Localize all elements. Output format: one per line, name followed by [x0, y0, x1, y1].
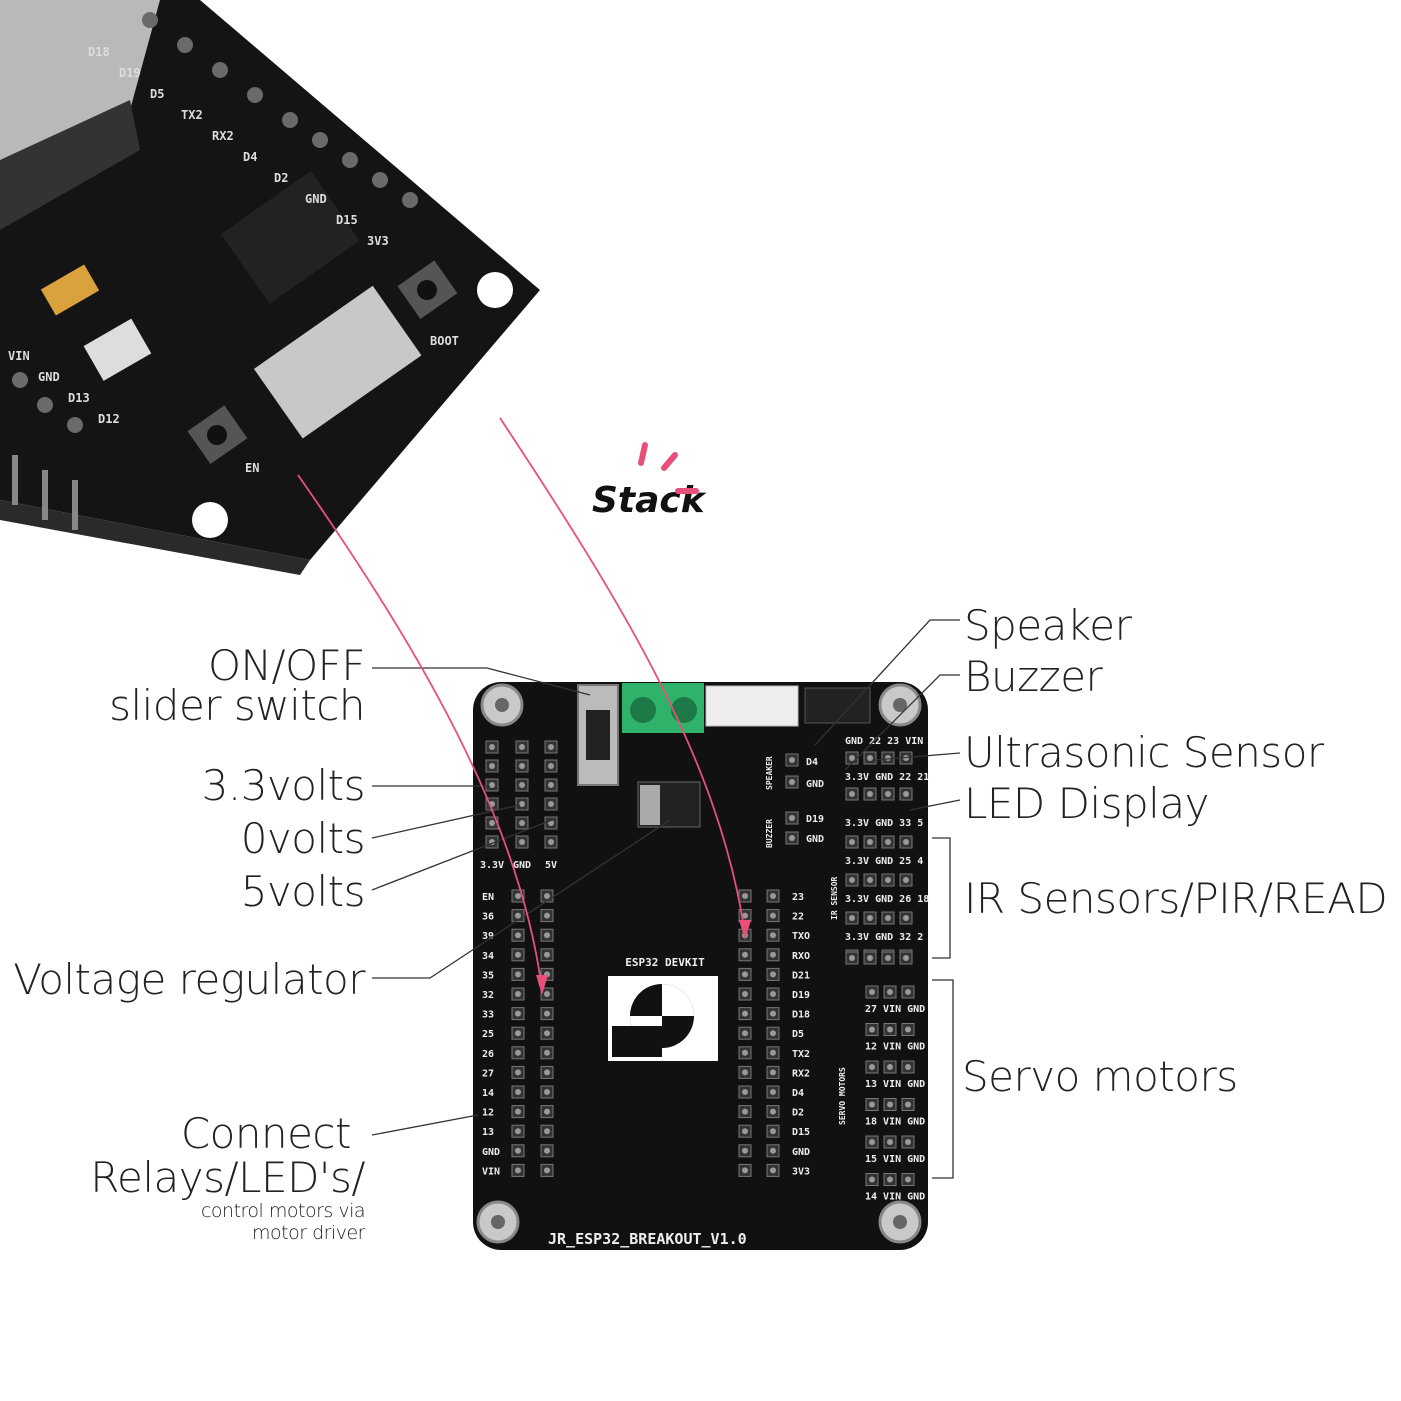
module-silk-label: GND — [305, 192, 327, 206]
left-pin-label: 35 — [482, 970, 494, 981]
servo-row-label: 12 VIN GND — [865, 1042, 925, 1053]
ultrasonic-row-label: 3.3V GND 22 21 — [845, 772, 929, 783]
right-pin-label: TX2 — [792, 1049, 810, 1060]
module-silk-label: 3V3 — [367, 234, 389, 248]
right-pin-label: GND — [792, 1147, 810, 1158]
arrow-head-icon — [536, 975, 548, 995]
power-header-label: GND — [513, 860, 531, 871]
buzzer-silk: BUZZER — [765, 819, 774, 848]
left-pin-label: 36 — [482, 912, 494, 923]
left-pin-label: 14 — [482, 1088, 494, 1099]
module-silk-label: TX2 — [181, 108, 203, 122]
ir-row-label: 3.3V GND 32 2 — [845, 932, 923, 943]
right-pin-label: D15 — [792, 1127, 810, 1138]
right-pin-label: RXO — [792, 951, 810, 962]
right-pin-label: 22 — [792, 912, 804, 923]
module-silk-label: D5 — [150, 87, 164, 101]
ultrasonic-row-label: GND 22 23 VIN — [845, 736, 923, 747]
ir-row-label: 3.3V GND 33 5 — [845, 818, 923, 829]
right-pin-label: D2 — [792, 1108, 804, 1119]
annotation-line: Relays/LED's/ — [90, 1153, 365, 1202]
leader-lines — [371, 619, 961, 1179]
annotation-switch: ON/OFF slider switch — [109, 641, 366, 730]
annotation-subline: motor driver — [252, 1222, 365, 1244]
annotation-line: Connect — [180, 1109, 352, 1158]
power-header-label: 3.3V — [480, 860, 504, 871]
module-silk-label: D19 — [119, 66, 141, 80]
speaker-pin-label: D4 — [806, 757, 818, 768]
right-pin-label: D21 — [792, 970, 810, 981]
annotation-subline: control motors via — [200, 1200, 366, 1222]
breakout-board: 3.3V GND 5V EN 23 36 22 39 TXO 34 RXO 35 D21 32 D19 33… — [473, 682, 929, 1250]
servo-row-label: 13 VIN GND — [865, 1079, 925, 1090]
annotation-0v: 0volts — [240, 814, 366, 863]
esp32-module: D18 D19 D5 TX2 RX2 D4 D2 GND D15 3V3 BOO… — [0, 0, 540, 575]
servo-row-label: 15 VIN GND — [865, 1154, 925, 1165]
left-pin-label: 39 — [482, 931, 494, 942]
left-pin-label: VIN — [482, 1166, 500, 1177]
annotation-speaker: Speaker — [964, 601, 1132, 650]
right-pin-label: TXO — [792, 931, 810, 942]
ir-silk: IR SENSOR — [830, 876, 839, 920]
servo-silk: SERVO MOTORS — [838, 1067, 847, 1125]
annotation-line: ON/OFF — [207, 641, 366, 690]
annotation-regulator: Voltage regulator — [13, 955, 365, 1004]
annotation-servo: Servo motors — [962, 1052, 1238, 1101]
right-pin-label: 3V3 — [792, 1166, 810, 1177]
right-pin-label: D19 — [792, 990, 810, 1001]
left-pin-label: 26 — [482, 1049, 494, 1060]
right-pin-label: D4 — [792, 1088, 804, 1099]
left-pin-label: 27 — [482, 1068, 494, 1079]
stack-logo: Stack — [592, 442, 707, 521]
board-name: JR_ESP32_BREAKOUT_V1.0 — [548, 1230, 747, 1248]
annotation-buzzer: Buzzer — [964, 652, 1103, 701]
module-silk-label: VIN — [8, 349, 30, 363]
stack-arrows — [297, 417, 746, 991]
svg-text:Stack: Stack — [592, 480, 707, 521]
speaker-pin-label: GND — [806, 779, 824, 790]
annotation-ir-sensors: IR Sensors/PIR/READ — [964, 874, 1388, 923]
module-silk-label: D2 — [274, 171, 288, 185]
module-silk-label: GND — [38, 370, 60, 384]
module-silk-label: D13 — [68, 391, 90, 405]
speaker-silk: SPEAKER — [765, 756, 774, 790]
left-pin-label: EN — [482, 892, 494, 903]
buzzer-pin-label: GND — [806, 834, 824, 845]
left-pin-label: 34 — [482, 951, 494, 962]
ir-row-label: 3.3V GND 25 4 — [845, 856, 923, 867]
left-pin-label: 12 — [482, 1108, 494, 1119]
buzzer-pin-label: D19 — [806, 814, 824, 825]
servo-row-label: 27 VIN GND — [865, 1004, 925, 1015]
right-pin-label: D18 — [792, 1010, 810, 1021]
arrow-head-icon — [739, 920, 751, 940]
right-pin-label: 23 — [792, 892, 804, 903]
right-pin-label: D5 — [792, 1029, 804, 1040]
annotation-ultrasonic: Ultrasonic Sensor — [964, 728, 1324, 777]
annotation-3v3: 3.3volts — [201, 761, 366, 810]
en-silk-label: EN — [245, 461, 259, 475]
servo-row-label: 14 VIN GND — [865, 1192, 925, 1203]
annotation-relays: Connect Relays/LED's/ control motors via… — [90, 1109, 366, 1245]
left-pin-label: GND — [482, 1147, 500, 1158]
servo-row-label: 18 VIN GND — [865, 1117, 925, 1128]
left-pin-label: 13 — [482, 1127, 494, 1138]
right-pin-label: RX2 — [792, 1068, 810, 1079]
power-header-label: 5V — [545, 860, 557, 871]
ir-row-label: 3.3V GND 26 18 — [845, 894, 929, 905]
left-pin-label: 25 — [482, 1029, 494, 1040]
module-silk-label: D18 — [88, 45, 110, 59]
module-silk-label: RX2 — [212, 129, 234, 143]
left-pin-label: 32 — [482, 990, 494, 1001]
annotation-line: slider switch — [109, 681, 365, 730]
module-silk-label: D15 — [336, 213, 358, 227]
annotation-5v: 5volts — [240, 867, 366, 916]
annotation-led-display: LED Display — [964, 779, 1209, 828]
left-pin-label: 33 — [482, 1010, 494, 1021]
devkit-label: ESP32 DEVKIT — [625, 956, 705, 969]
module-silk-label: D12 — [98, 412, 120, 426]
module-silkscreen: D18 D19 D5 TX2 RX2 D4 D2 GND D15 3V3 BOO… — [8, 45, 459, 475]
module-silk-label: D4 — [243, 150, 257, 164]
boot-silk-label: BOOT — [430, 334, 459, 348]
